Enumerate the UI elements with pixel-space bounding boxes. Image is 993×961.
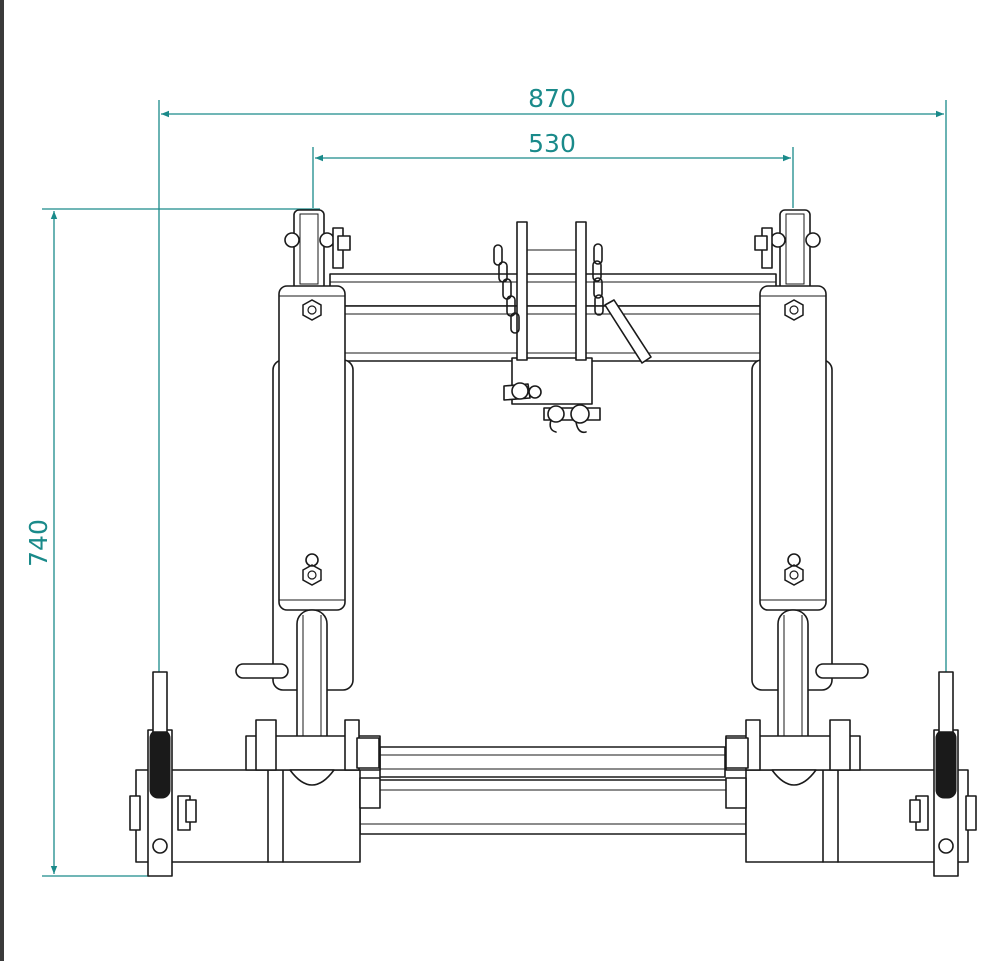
dimension-lines bbox=[42, 100, 947, 877]
dim-overall-width: 870 bbox=[528, 84, 576, 113]
left-bottom-block bbox=[129, 671, 381, 877]
right-upright bbox=[751, 209, 869, 781]
right-bottom-block bbox=[725, 671, 977, 877]
left-upright bbox=[235, 209, 354, 781]
center-hitch-bracket bbox=[493, 221, 652, 434]
top-crossbar bbox=[329, 273, 777, 362]
image-left-border bbox=[0, 0, 4, 961]
dim-inner-width: 530 bbox=[528, 129, 576, 158]
lower-crossbars bbox=[359, 746, 747, 835]
dim-height: 740 bbox=[24, 519, 53, 567]
